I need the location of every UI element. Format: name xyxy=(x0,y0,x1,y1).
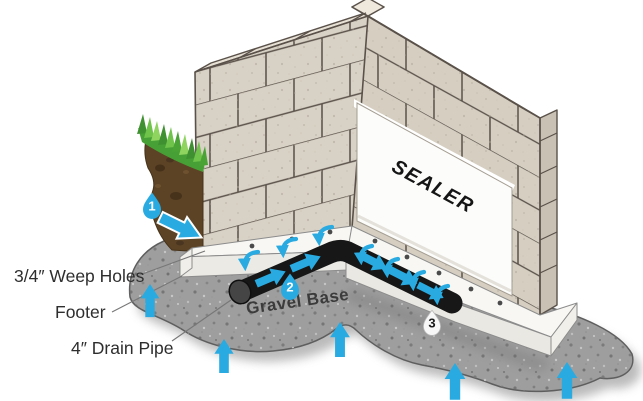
sealer-panel: SEALER xyxy=(354,99,515,297)
marker-drop-1: 1 xyxy=(143,192,161,219)
drain-pipe-label: 4″ Drain Pipe xyxy=(71,338,174,358)
footer-label: Footer xyxy=(55,302,106,322)
curved-weep-arrow xyxy=(275,236,299,259)
leader-line-weep-holes xyxy=(136,250,206,277)
curved-weep-arrow xyxy=(379,256,401,279)
marker-3-number: 3 xyxy=(428,316,435,331)
weep-holes-label: 3/4″ Weep Holes xyxy=(14,266,145,286)
curved-weep-arrow xyxy=(311,224,335,247)
drain-pipe-end-cap xyxy=(228,279,252,305)
grass xyxy=(137,114,208,172)
leader-line-drain-pipe xyxy=(171,299,232,342)
footer-shadow xyxy=(344,288,552,372)
surface-water-arrow xyxy=(156,210,204,240)
drain-pipe xyxy=(228,240,463,314)
marker-drop-3: 3 xyxy=(422,309,442,336)
marker-1-number: 1 xyxy=(148,199,155,214)
marker-drop-2: 2 xyxy=(281,273,299,300)
marker-2-number: 2 xyxy=(286,280,293,295)
curved-weep-arrow xyxy=(237,249,261,272)
